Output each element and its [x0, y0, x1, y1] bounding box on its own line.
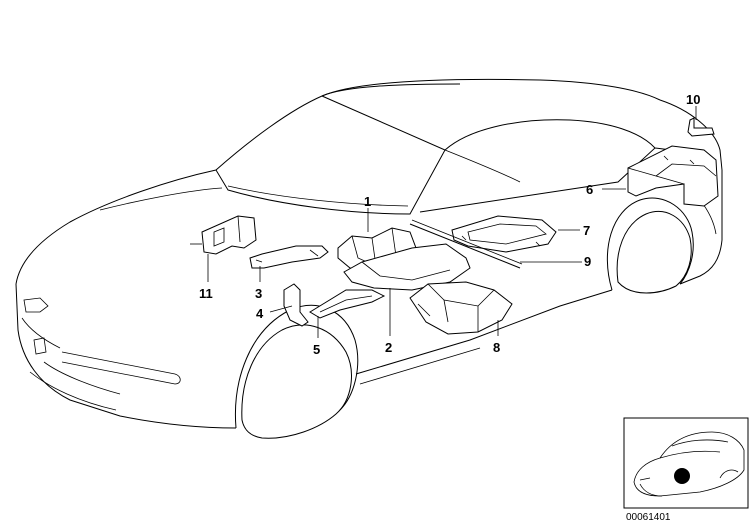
callout-4: 4	[256, 306, 264, 321]
locator-frame	[623, 417, 749, 509]
locator-thumbnail: 00061401	[623, 417, 749, 523]
part-7-rear-floor-mat	[451, 215, 557, 253]
part-8-underfloor-tray	[409, 281, 513, 335]
callout-3: 3	[255, 286, 262, 301]
part-6-rear-bulkhead	[627, 145, 719, 207]
part-3-bracket	[249, 245, 329, 269]
callout-2: 2	[385, 340, 392, 355]
callout-11: 11	[199, 286, 213, 301]
part-9-rail	[409, 219, 523, 269]
callout-8: 8	[493, 340, 500, 355]
leader-lines	[207, 106, 697, 338]
callout-10: 10	[686, 92, 700, 107]
document-number: 00061401	[626, 512, 671, 523]
callout-1: 1	[364, 194, 371, 209]
part-10-clip	[687, 117, 715, 137]
callout-9: 9	[584, 254, 591, 269]
callouts: 1 2 3 4 5 6 7 8 9 10 11	[199, 92, 700, 357]
locator-car-icon	[633, 431, 745, 497]
callout-7: 7	[583, 223, 590, 238]
callout-6: 6	[586, 182, 593, 197]
part-2-floor-tray	[343, 243, 471, 291]
part-4-side-panel	[283, 283, 309, 327]
callout-5: 5	[313, 342, 320, 357]
locator-marker	[674, 468, 690, 484]
part-5-floor-plate	[309, 289, 386, 319]
car-outline	[15, 78, 723, 439]
leader-4	[269, 305, 293, 313]
part-11-front-cover	[190, 215, 257, 255]
